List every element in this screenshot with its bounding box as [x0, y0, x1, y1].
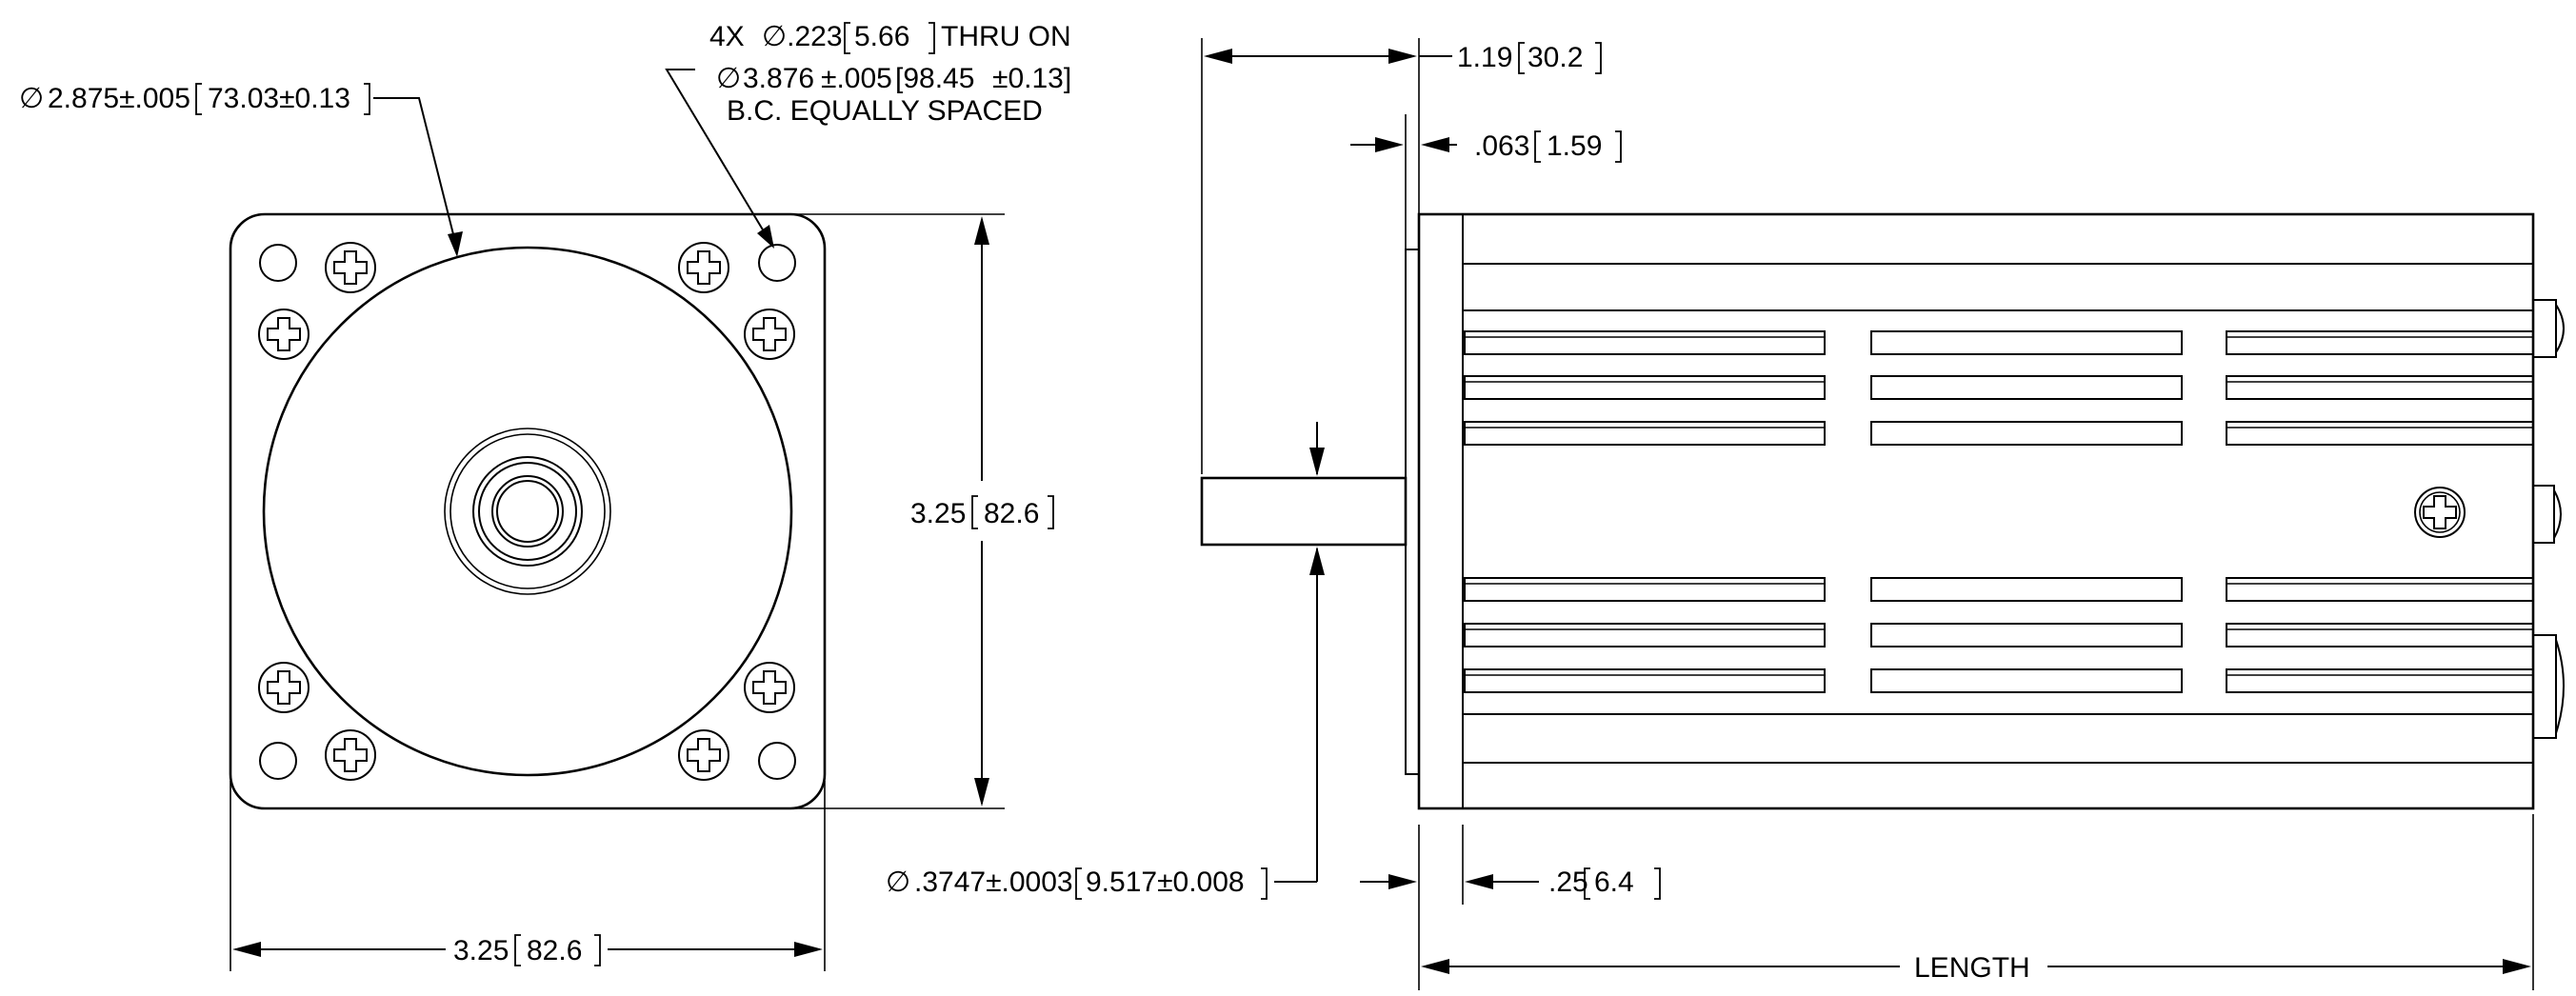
holes-callout-prefix: 4X [709, 21, 745, 52]
holes-callout-mm: 5.66 [854, 21, 909, 52]
screw-icon [258, 309, 310, 360]
side-view [1200, 212, 2565, 810]
bolt-circle-note: B.C. EQUALLY SPACED [727, 95, 1043, 127]
screw-icon [2414, 487, 2466, 538]
holes-callout-suffix: THRU ON [941, 21, 1071, 52]
slot-row [1464, 330, 2534, 355]
screw-icon [325, 242, 376, 293]
shaft [1200, 476, 1408, 547]
pilot-dia-in: 2.875±.005 [48, 83, 190, 114]
screw-icon [678, 729, 729, 781]
mounting-flange-outline [229, 212, 827, 810]
height-mm: 82.6 [984, 498, 1039, 529]
screw-icon [744, 309, 795, 360]
front-view [229, 212, 827, 810]
mounting-hole-icon [758, 244, 796, 282]
height-in: 3.25 [910, 498, 966, 529]
pilot-length-mm: 6.4 [1594, 867, 1634, 898]
flange-thick-mm: 1.59 [1547, 130, 1602, 162]
slot-row [1464, 577, 2534, 602]
flange-thick-in: .063 [1474, 130, 1529, 162]
bolt-circle-mm: [98.45 [895, 63, 974, 94]
screw-icon [678, 242, 729, 293]
slot-row [1464, 623, 2534, 647]
motor-body [1417, 212, 2535, 810]
bolt-circle-in: 3.876 [743, 63, 814, 94]
flange-plate [1405, 249, 1420, 775]
front-view-dimensions: ∅ 2.875±.005 73.03±0.13 4X ∅.223 5.66 TH… [19, 21, 1071, 971]
shaft-dia-in: .3747±.0003 [914, 867, 1073, 898]
screw-icon [744, 662, 795, 713]
bolt-circle-prefix: ∅ [716, 63, 741, 94]
bolt-circle-tol: ±.005 [821, 63, 892, 94]
screw-icon [258, 662, 310, 713]
mounting-hole-icon [259, 244, 297, 282]
shaft-length-in: 1.19 [1457, 42, 1512, 73]
rear-connectors [2532, 299, 2565, 739]
screw-icon [325, 729, 376, 781]
holes-callout-dia: ∅.223 [762, 21, 843, 52]
side-view-dimensions: 1.19 30.2 .063 1.59 ∅ .3747±.0003 9.517±… [886, 38, 2534, 990]
shaft-dia-prefix: ∅ [886, 867, 910, 898]
length-label: LENGTH [1914, 952, 2030, 984]
shaft-dia-mm: 9.517±0.008 [1086, 867, 1245, 898]
shaft-end [444, 428, 611, 595]
slot-row [1464, 421, 2534, 446]
bolt-circle-mm-tol: ±0.13] [992, 63, 1071, 94]
width-in: 3.25 [453, 935, 509, 966]
shaft-length-mm: 30.2 [1528, 42, 1583, 73]
pilot-length-in: .25 [1548, 867, 1588, 898]
vent-slots [1464, 330, 2534, 693]
slot-row [1464, 668, 2534, 693]
mounting-hole-icon [758, 742, 796, 780]
pilot-boss-circle [262, 246, 793, 777]
pilot-dia-prefix: ∅ [19, 83, 44, 114]
slot-row [1464, 375, 2534, 400]
mounting-hole-icon [259, 742, 297, 780]
pilot-dia-mm: 73.03±0.13 [208, 83, 350, 114]
width-mm: 82.6 [527, 935, 582, 966]
